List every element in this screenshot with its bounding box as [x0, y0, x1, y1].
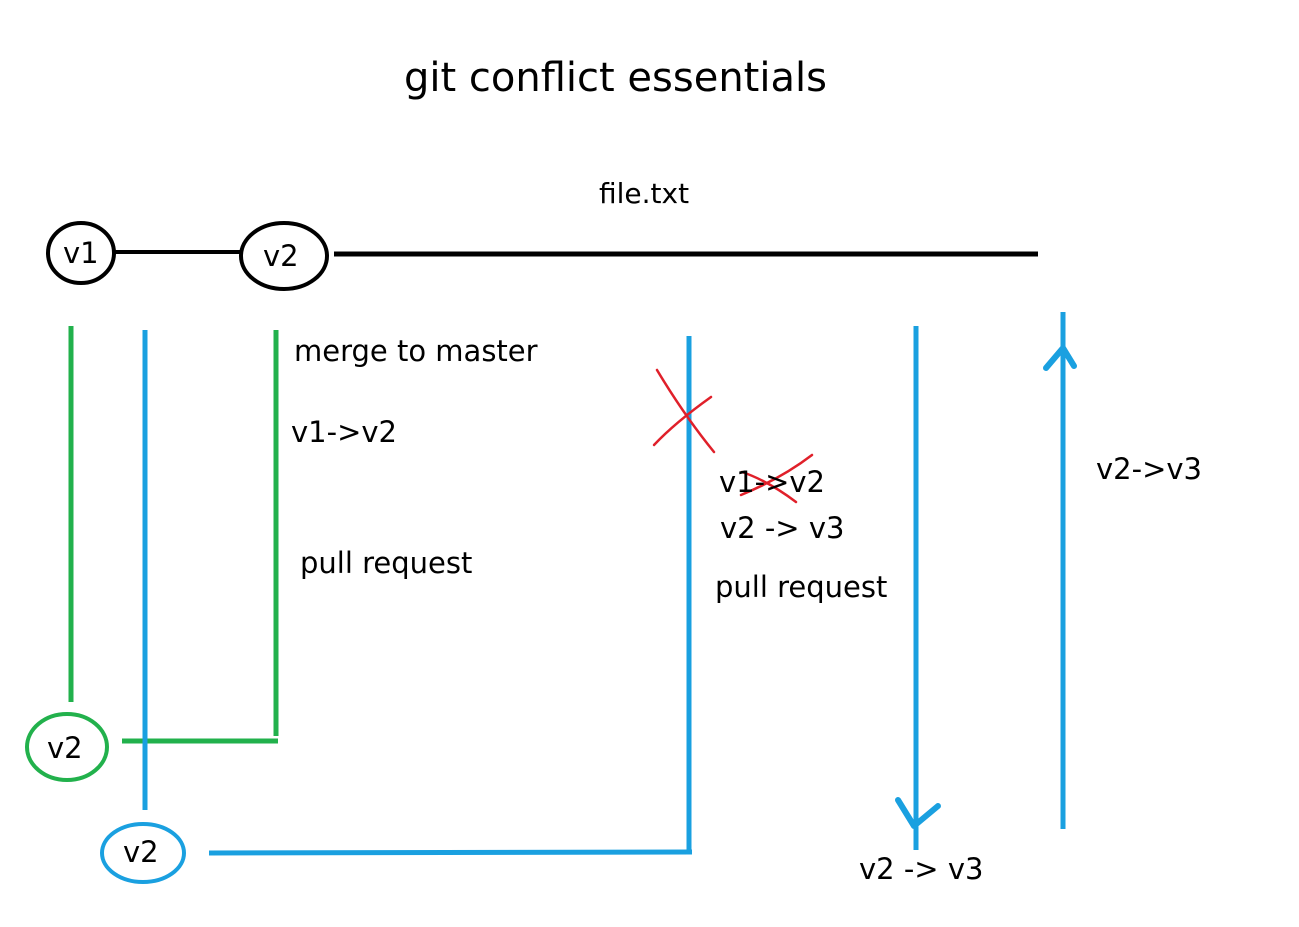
master-v1-node: [46, 221, 116, 285]
green-v1-v2-label: v1->v2: [291, 415, 397, 449]
merge-to-master-label: merge to master: [294, 334, 538, 368]
green-v2-label: v2: [47, 731, 83, 765]
blue-v1-v2-crossed-label: v1->v2: [719, 465, 825, 499]
down-v2-v3-label: v2 -> v3: [859, 852, 984, 886]
up-v2-v3-label: v2->v3: [1096, 452, 1202, 486]
diagram-title: git conflict essentials: [404, 55, 827, 101]
master-v2-node: [239, 221, 329, 291]
blue-v2-label: v2: [123, 835, 159, 869]
green-branch: [25, 326, 279, 782]
down-arrow: [895, 326, 941, 850]
master-v1-label: v1: [63, 236, 99, 270]
blue-connector: [208, 849, 693, 856]
red-x-mark-icon: [652, 368, 716, 454]
master-v2-label: v2: [263, 239, 299, 273]
file-label: file.txt: [599, 177, 690, 210]
green-v2-node: [25, 712, 109, 782]
blue-pull-request-label: pull request: [715, 570, 888, 604]
blue-v2-node: [100, 822, 186, 884]
blue-v2-v3-label: v2 -> v3: [720, 511, 845, 545]
master-branch: [46, 221, 1038, 291]
up-arrow: [1043, 312, 1077, 829]
red-strike-icon: [739, 453, 814, 504]
up-arrow-head-icon: [1043, 345, 1077, 371]
blue-branch: [100, 330, 693, 884]
green-pull-request-label: pull request: [300, 546, 473, 580]
down-arrow-head-icon: [895, 797, 941, 829]
